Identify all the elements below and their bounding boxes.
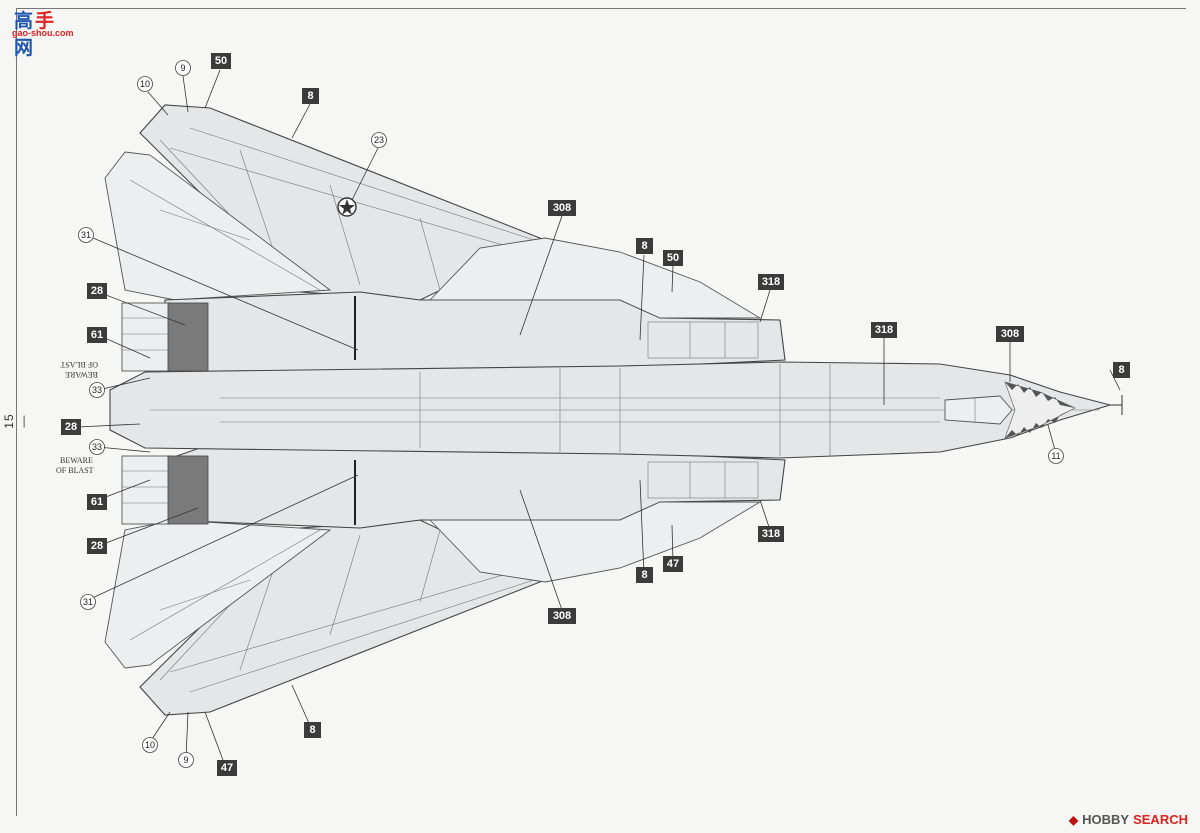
callout-box-8-upper-wing: 8 [302, 88, 319, 104]
callout-text: 28 [91, 540, 103, 552]
callout-circle-10-lower: 10 [142, 737, 158, 753]
callout-circle-23-insignia: 23 [371, 132, 387, 148]
callout-text: 8 [1118, 364, 1124, 376]
fuselage [109, 237, 1113, 583]
callout-text: 28 [65, 421, 77, 433]
callout-text: 318 [762, 528, 780, 540]
callout-box-50-upper-intake: 50 [663, 250, 683, 266]
callout-box-8-nose-tip: 8 [1113, 362, 1130, 378]
exhaust-nozzles [121, 302, 209, 525]
logo-url: gao-shou.com [12, 28, 74, 38]
callout-text: 8 [641, 569, 647, 581]
national-insignia [337, 197, 357, 217]
callout-box-47-lower-wingtip: 47 [217, 760, 237, 776]
callout-text: 23 [374, 135, 384, 145]
callout-box-28-lower-nozzle: 28 [87, 538, 107, 554]
callout-text: 50 [667, 252, 679, 264]
callout-box-28-upper-nozzle: 28 [87, 283, 107, 299]
stencil-beware-upper: BEWARE OF BLAST [60, 360, 98, 379]
callout-text: 318 [875, 324, 893, 336]
stencil-beware-lower-line2: OF BLAST [56, 466, 94, 475]
callout-text: 10 [145, 740, 155, 750]
logo-text: 高手网 [14, 6, 76, 60]
stencil-beware-lower: BEWARE OF BLAST [56, 456, 94, 475]
callout-circle-10-upper: 10 [137, 76, 153, 92]
callout-text: 33 [92, 385, 102, 395]
callout-box-8-lower-wing: 8 [304, 722, 321, 738]
callout-circle-33-lower: 33 [89, 439, 105, 455]
callout-text: 11 [1051, 451, 1060, 461]
callout-text: 308 [1001, 328, 1019, 340]
stencil-beware-upper-line2: OF BLAST [60, 360, 98, 369]
callout-text: 10 [140, 79, 150, 89]
callout-box-308-lower-glove: 308 [548, 608, 576, 624]
callout-circle-31-lower: 31 [80, 594, 96, 610]
callout-text: 31 [83, 597, 93, 607]
callout-text: 308 [553, 610, 571, 622]
logo-char-3: 网 [14, 38, 36, 59]
shark-mouth-marking [1004, 381, 1076, 439]
callout-text: 318 [762, 276, 780, 288]
logo-char-1: 高 [14, 11, 36, 32]
callout-circle-11-nose: 11 [1048, 448, 1064, 464]
callout-text: 9 [180, 63, 185, 73]
site-logo: 高手网 gao-shou.com [4, 4, 76, 59]
lower-stabilizer [104, 519, 332, 669]
callout-text: 31 [81, 230, 91, 240]
stencil-beware-lower-line1: BEWARE [60, 456, 93, 465]
callout-text: 8 [307, 90, 313, 102]
callout-text: 8 [309, 724, 315, 736]
callout-text: 308 [553, 202, 571, 214]
watermark-text-b: SEARCH [1133, 812, 1188, 827]
callout-box-308-nose: 308 [996, 326, 1024, 342]
callout-box-318-lower-intake: 318 [758, 526, 784, 542]
callout-text: 33 [92, 442, 102, 452]
callout-box-8-lower-intake: 8 [636, 567, 653, 583]
watermark-text-a: HOBBY [1082, 812, 1130, 827]
callout-circle-9-upper: 9 [175, 60, 191, 76]
callout-text: 61 [91, 329, 103, 341]
callout-circle-33-upper: 33 [89, 382, 105, 398]
callout-text: 47 [221, 762, 233, 774]
callout-box-318-forward-fuselage: 318 [871, 322, 897, 338]
callout-text: 9 [183, 755, 188, 765]
callout-box-28-tail: 28 [61, 419, 81, 435]
callout-text: 8 [641, 240, 647, 252]
callout-circle-31-upper: 31 [78, 227, 94, 243]
callout-text: 28 [91, 285, 103, 297]
callout-circle-9-lower: 9 [178, 752, 194, 768]
upper-stabilizer [104, 151, 332, 301]
callout-text: 50 [215, 55, 227, 67]
callout-box-318-upper-intake: 318 [758, 274, 784, 290]
callout-box-61-upper-nozzle: 61 [87, 327, 107, 343]
stencil-beware-upper-line1: BEWARE [65, 370, 98, 379]
callout-text: 61 [91, 496, 103, 508]
logo-char-2: 手 [35, 11, 57, 32]
leader-lines [77, 69, 1121, 769]
callout-box-50-upper-wingtip: 50 [211, 53, 231, 69]
callout-box-61-lower-nozzle: 61 [87, 494, 107, 510]
callout-text: 47 [667, 558, 679, 570]
callout-box-308-upper-glove: 308 [548, 200, 576, 216]
hobby-search-watermark: ◆ HOBBY SEARCH [1069, 812, 1188, 827]
callout-box-47-lower-intake: 47 [663, 556, 683, 572]
instruction-sheet-frame [16, 8, 1186, 816]
hobby-search-logo-icon: ◆ [1068, 812, 1079, 827]
callout-box-8-upper-intake: 8 [636, 238, 653, 254]
